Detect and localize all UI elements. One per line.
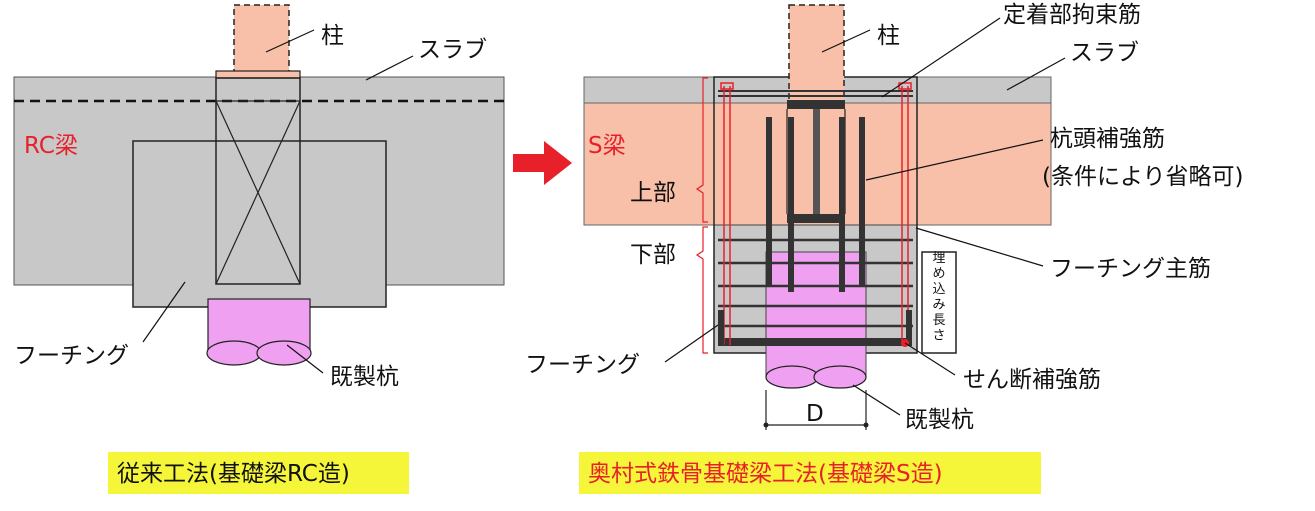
- right-label-beam: S梁: [588, 133, 626, 159]
- left-leader-pile: [286, 344, 324, 374]
- right-label-slab: スラブ: [1070, 40, 1139, 66]
- left-column-base-plate: [215, 70, 301, 79]
- left-column-core: [215, 77, 301, 285]
- right-label-column: 柱: [877, 23, 900, 49]
- right-label-anchor-rebar: 定着部拘束筋: [1003, 2, 1141, 28]
- right-footing-main-rebars: [718, 238, 913, 346]
- right-leader-shear: [904, 342, 956, 376]
- right-label-pile-head-rebar: 杭頭補強筋: [1050, 126, 1165, 152]
- left-column: [233, 4, 290, 76]
- right-leader-slab: [1006, 57, 1066, 91]
- right-column: [788, 4, 845, 103]
- left-label-column: 柱: [321, 23, 344, 49]
- right-bracket-lower: [695, 226, 708, 354]
- right-leader-pile: [852, 384, 901, 416]
- left-caption-text: 従来工法(基礎梁RC造): [117, 461, 350, 487]
- left-label-footing: フーチング: [14, 343, 129, 369]
- right-label-pile: 既製杭: [905, 407, 974, 433]
- right-leader-anchor: [881, 17, 1001, 98]
- left-leader-column: [265, 29, 315, 53]
- right-leader-pile-head: [865, 139, 1044, 181]
- left-label-beam: RC梁: [24, 133, 78, 159]
- right-embed-length-box: 埋め込み長さ: [921, 251, 957, 354]
- left-diagram: 柱 スラブ RC梁 フーチング 既製杭: [13, 4, 505, 390]
- left-footing: [132, 140, 387, 308]
- right-dim-d: D: [763, 390, 869, 430]
- left-label-slab: スラブ: [418, 37, 487, 63]
- right-leader-column: [821, 29, 871, 53]
- left-pile: [206, 298, 312, 366]
- right-caption: 奥村式鉄骨基礎梁工法(基礎梁S造): [579, 452, 1041, 494]
- right-diagram: 埋め込み長さ D 柱 定着部拘束筋 スラブ S梁 杭頭補強筋 (条件により省略可…: [525, 2, 1244, 433]
- right-leader-footing: [664, 324, 719, 363]
- right-label-pile-dia: D: [806, 401, 824, 427]
- right-pile: [765, 251, 867, 389]
- right-bracket-upper: [695, 77, 708, 223]
- left-leader-footing: [142, 281, 186, 343]
- right-label-lower: 下部: [630, 242, 676, 268]
- embed-length-text: 埋め込み長さ: [932, 251, 945, 344]
- right-arrow-icon: [513, 141, 572, 185]
- right-label-footing-main-rebar: フーチング主筋: [1050, 256, 1211, 282]
- right-label-upper: 上部: [630, 180, 676, 206]
- right-pile-head-rebars: [766, 117, 865, 292]
- right-label-footing: フーチング: [525, 352, 640, 378]
- right-label-pile-head-note: (条件により省略可): [1042, 164, 1244, 190]
- left-caption: 従来工法(基礎梁RC造): [108, 452, 409, 494]
- right-shear-rebars: [718, 82, 912, 347]
- right-anchor-rebars: [718, 90, 913, 97]
- left-label-pile: 既製杭: [330, 364, 399, 390]
- right-caption-text: 奥村式鉄骨基礎梁工法(基礎梁S造): [588, 461, 943, 487]
- right-label-shear-rebar: せん断補強筋: [963, 367, 1101, 393]
- left-leader-slab: [365, 55, 414, 81]
- right-leader-footing-main: [915, 227, 1044, 267]
